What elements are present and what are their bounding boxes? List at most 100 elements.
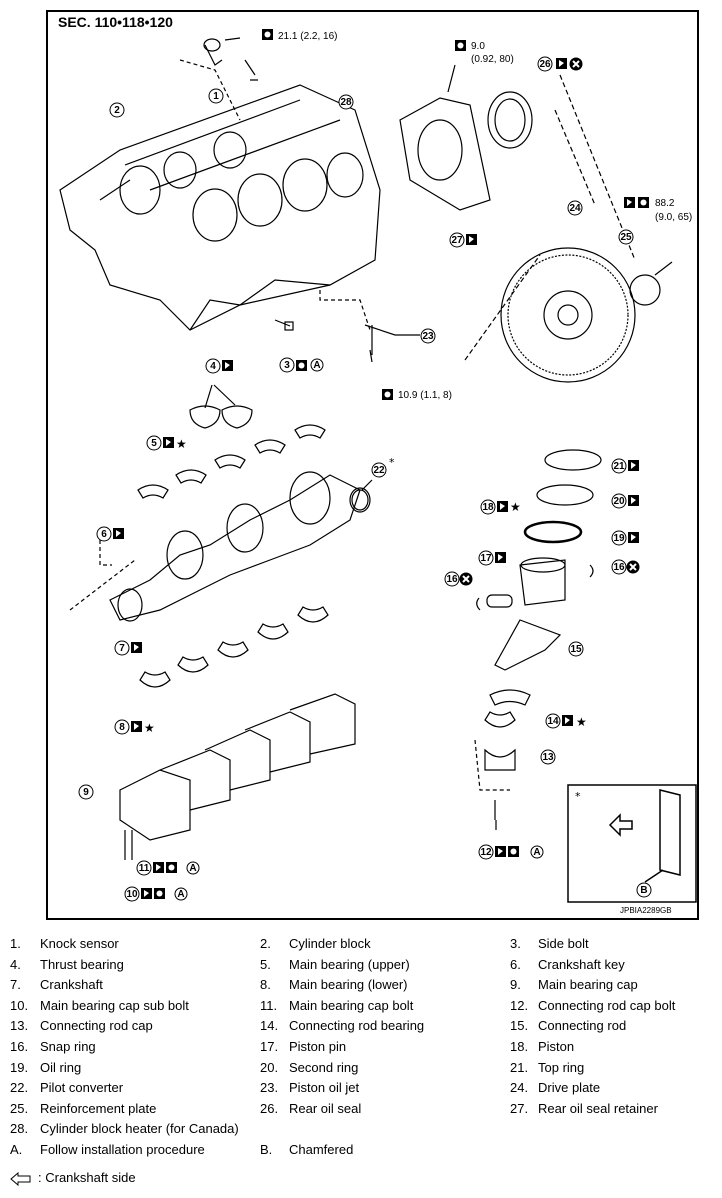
callout-22: 22 [371, 462, 387, 478]
do-not-reuse-icon [625, 559, 641, 575]
legend-number: 11. [260, 997, 278, 1013]
svg-text:15: 15 [570, 644, 582, 655]
callout-12: 12 [478, 844, 494, 860]
callout-19: 19 [611, 530, 627, 546]
legend-label: Connecting rod [538, 1018, 627, 1034]
legend-label: Reinforcement plate [40, 1100, 157, 1116]
svg-text:A: A [189, 863, 196, 874]
legend-label: Chamfered [289, 1142, 354, 1157]
torque-label: 21.1 (2.2, 16) [278, 31, 337, 42]
legend-row: 28. Cylinder block heater (for Canada) [0, 1121, 722, 1141]
callout-8: 8 [114, 719, 130, 735]
legend-number: 28. [10, 1121, 29, 1137]
legend-number: 5. [260, 956, 271, 972]
legend-number: 22. [10, 1080, 29, 1096]
svg-text:★: ★ [176, 437, 187, 451]
torque-label: 9.0 [471, 41, 485, 52]
knock-sensor [179, 37, 258, 121]
callout-17: 17 [478, 550, 494, 566]
oil-icon [628, 460, 639, 471]
do-not-reuse-icon [568, 56, 584, 72]
piston-oil-jet [274, 290, 420, 363]
star-marks: ★ ★ ★ ★ * * [144, 437, 587, 803]
torque-label: 10.9 (1.1, 8) [398, 390, 452, 401]
legend-number: 6. [510, 956, 521, 972]
diagram-frame [46, 10, 699, 920]
callout-15: 15 [568, 641, 584, 657]
svg-text:1: 1 [213, 91, 219, 102]
legend-number: 26. [260, 1100, 279, 1116]
legend-number: B. [260, 1142, 273, 1157]
image-code: JPBIA2289GB [620, 906, 672, 915]
legend-number: 9. [510, 977, 521, 993]
svg-text:28: 28 [340, 97, 352, 108]
crankshaft [69, 471, 369, 622]
svg-text:★: ★ [510, 500, 521, 514]
torque-icon [455, 40, 466, 51]
svg-text:8: 8 [119, 722, 125, 733]
oil-icon [141, 888, 152, 899]
legend-number: 1. [10, 936, 21, 951]
callout-16a: 16 [444, 571, 460, 587]
callout-7: 7 [114, 640, 130, 656]
svg-text:26: 26 [539, 59, 551, 70]
torque-label: (9.0, 65) [655, 212, 692, 223]
callout-18: 18 [480, 499, 496, 515]
legend-label: Crankshaft [40, 977, 103, 993]
callout-1: 1 [208, 88, 224, 104]
legend-label: Snap ring [40, 1039, 96, 1054]
section-title: SEC. 110•118•120 [58, 14, 173, 30]
main-bearing-lower [139, 606, 329, 688]
oil-icon [466, 234, 477, 245]
callout-5: 5 [146, 435, 162, 451]
callout-20: 20 [611, 493, 627, 509]
callout-25: 25 [618, 229, 634, 245]
oil-icon [495, 846, 506, 857]
legend-number: 7. [10, 977, 21, 993]
svg-text:11: 11 [139, 863, 150, 874]
svg-text:25: 25 [620, 232, 632, 243]
torque-labels: 21.1 (2.2, 16) 9.0 (0.92, 80) 88.2 (9.0,… [278, 31, 692, 401]
legend-label: Second ring [289, 1059, 359, 1075]
main-bearing-cap [119, 693, 356, 860]
legend-number: 21. [510, 1059, 529, 1075]
callout-27: 27 [449, 232, 465, 248]
callout-13: 13 [540, 749, 556, 765]
thrust-bearing [189, 384, 253, 429]
legend-label: Cylinder block heater (for Canada) [40, 1121, 239, 1137]
oil-icon [153, 862, 164, 873]
legend-label: Main bearing (lower) [289, 977, 408, 993]
legend-label: Pilot converter [40, 1080, 124, 1096]
torque-icon [382, 389, 393, 400]
legend-label: Main bearing cap bolt [289, 997, 414, 1013]
footnote: : Crankshaft side [38, 1170, 136, 1185]
legend-number: 2. [260, 936, 271, 951]
callout-14: 14 [545, 713, 561, 729]
legend-label: Follow installation procedure [40, 1142, 205, 1157]
legend-number: 18. [510, 1039, 529, 1054]
legend-number: 8. [260, 977, 271, 993]
do-not-reuse-icon [458, 571, 474, 587]
svg-text:12: 12 [480, 847, 492, 858]
legend-label: Knock sensor [40, 936, 119, 951]
legend-label: Cylinder block [289, 936, 371, 951]
piston-assembly [476, 449, 602, 611]
legend-label: Connecting rod cap [40, 1018, 153, 1034]
callout-3: 3 [279, 357, 295, 373]
legend-number: 20. [260, 1059, 279, 1075]
svg-text:6: 6 [101, 529, 107, 540]
torque-icon [154, 888, 165, 899]
legend-label: Top ring [538, 1059, 585, 1075]
svg-text:4: 4 [210, 361, 216, 372]
callout-10: 10 [124, 886, 140, 902]
oil-icon [624, 197, 635, 208]
callout-b: B [636, 882, 652, 898]
callout-9: 9 [78, 784, 94, 800]
svg-text:2: 2 [114, 105, 120, 116]
